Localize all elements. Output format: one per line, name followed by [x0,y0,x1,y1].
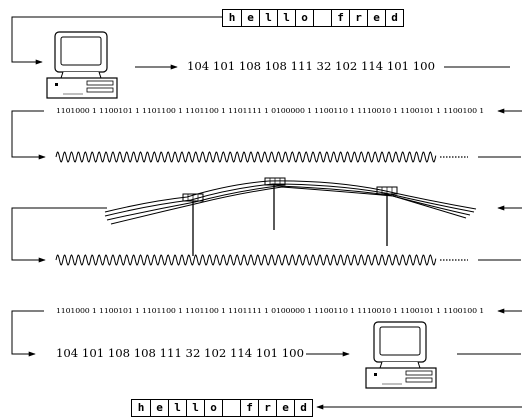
message-char-cell: d [294,400,312,416]
binary-bits-top: 1101000 1 1100101 1 1101100 1 1101100 1 … [56,107,484,115]
message-char-cell: l [168,400,186,416]
wave-signal-top [55,151,437,163]
ascii-codes-top: 104 101 108 108 111 32 102 114 101 100 [187,59,435,73]
message-char-cell: e [276,400,294,416]
message-char-cell: o [204,400,222,416]
message-char-cell: f [240,400,258,416]
message-char-cell: e [241,10,259,26]
ascii-codes-bottom: 104 101 108 108 111 32 102 114 101 100 [56,346,304,360]
connector-line-2 [11,110,46,160]
message-char-cell: l [259,10,277,26]
power-line-poles [104,177,477,256]
message-char-cell: l [277,10,295,26]
message-char-cell: l [186,400,204,416]
message-char-cell: e [150,400,168,416]
connector-line-3 [11,207,107,263]
message-char-cell: o [295,10,313,26]
message-char-cell: r [258,400,276,416]
message-char-cell [313,10,331,26]
wave-signal-bottom [55,254,437,266]
message-char-cell: d [385,10,403,26]
connector-line-4 [11,310,44,357]
message-char-cell: e [367,10,385,26]
message-char-cell: r [349,10,367,26]
connector-line-1 [11,16,222,65]
computer-icon [365,321,437,389]
message-char-cell [222,400,240,416]
binary-bits-bottom: 1101000 1 1100101 1 1101100 1 1101100 1 … [56,307,484,315]
message-char-cell: h [228,11,236,24]
computer-icon [46,31,118,99]
message-char-cell: h [137,401,145,414]
message-char-cell: f [331,10,349,26]
